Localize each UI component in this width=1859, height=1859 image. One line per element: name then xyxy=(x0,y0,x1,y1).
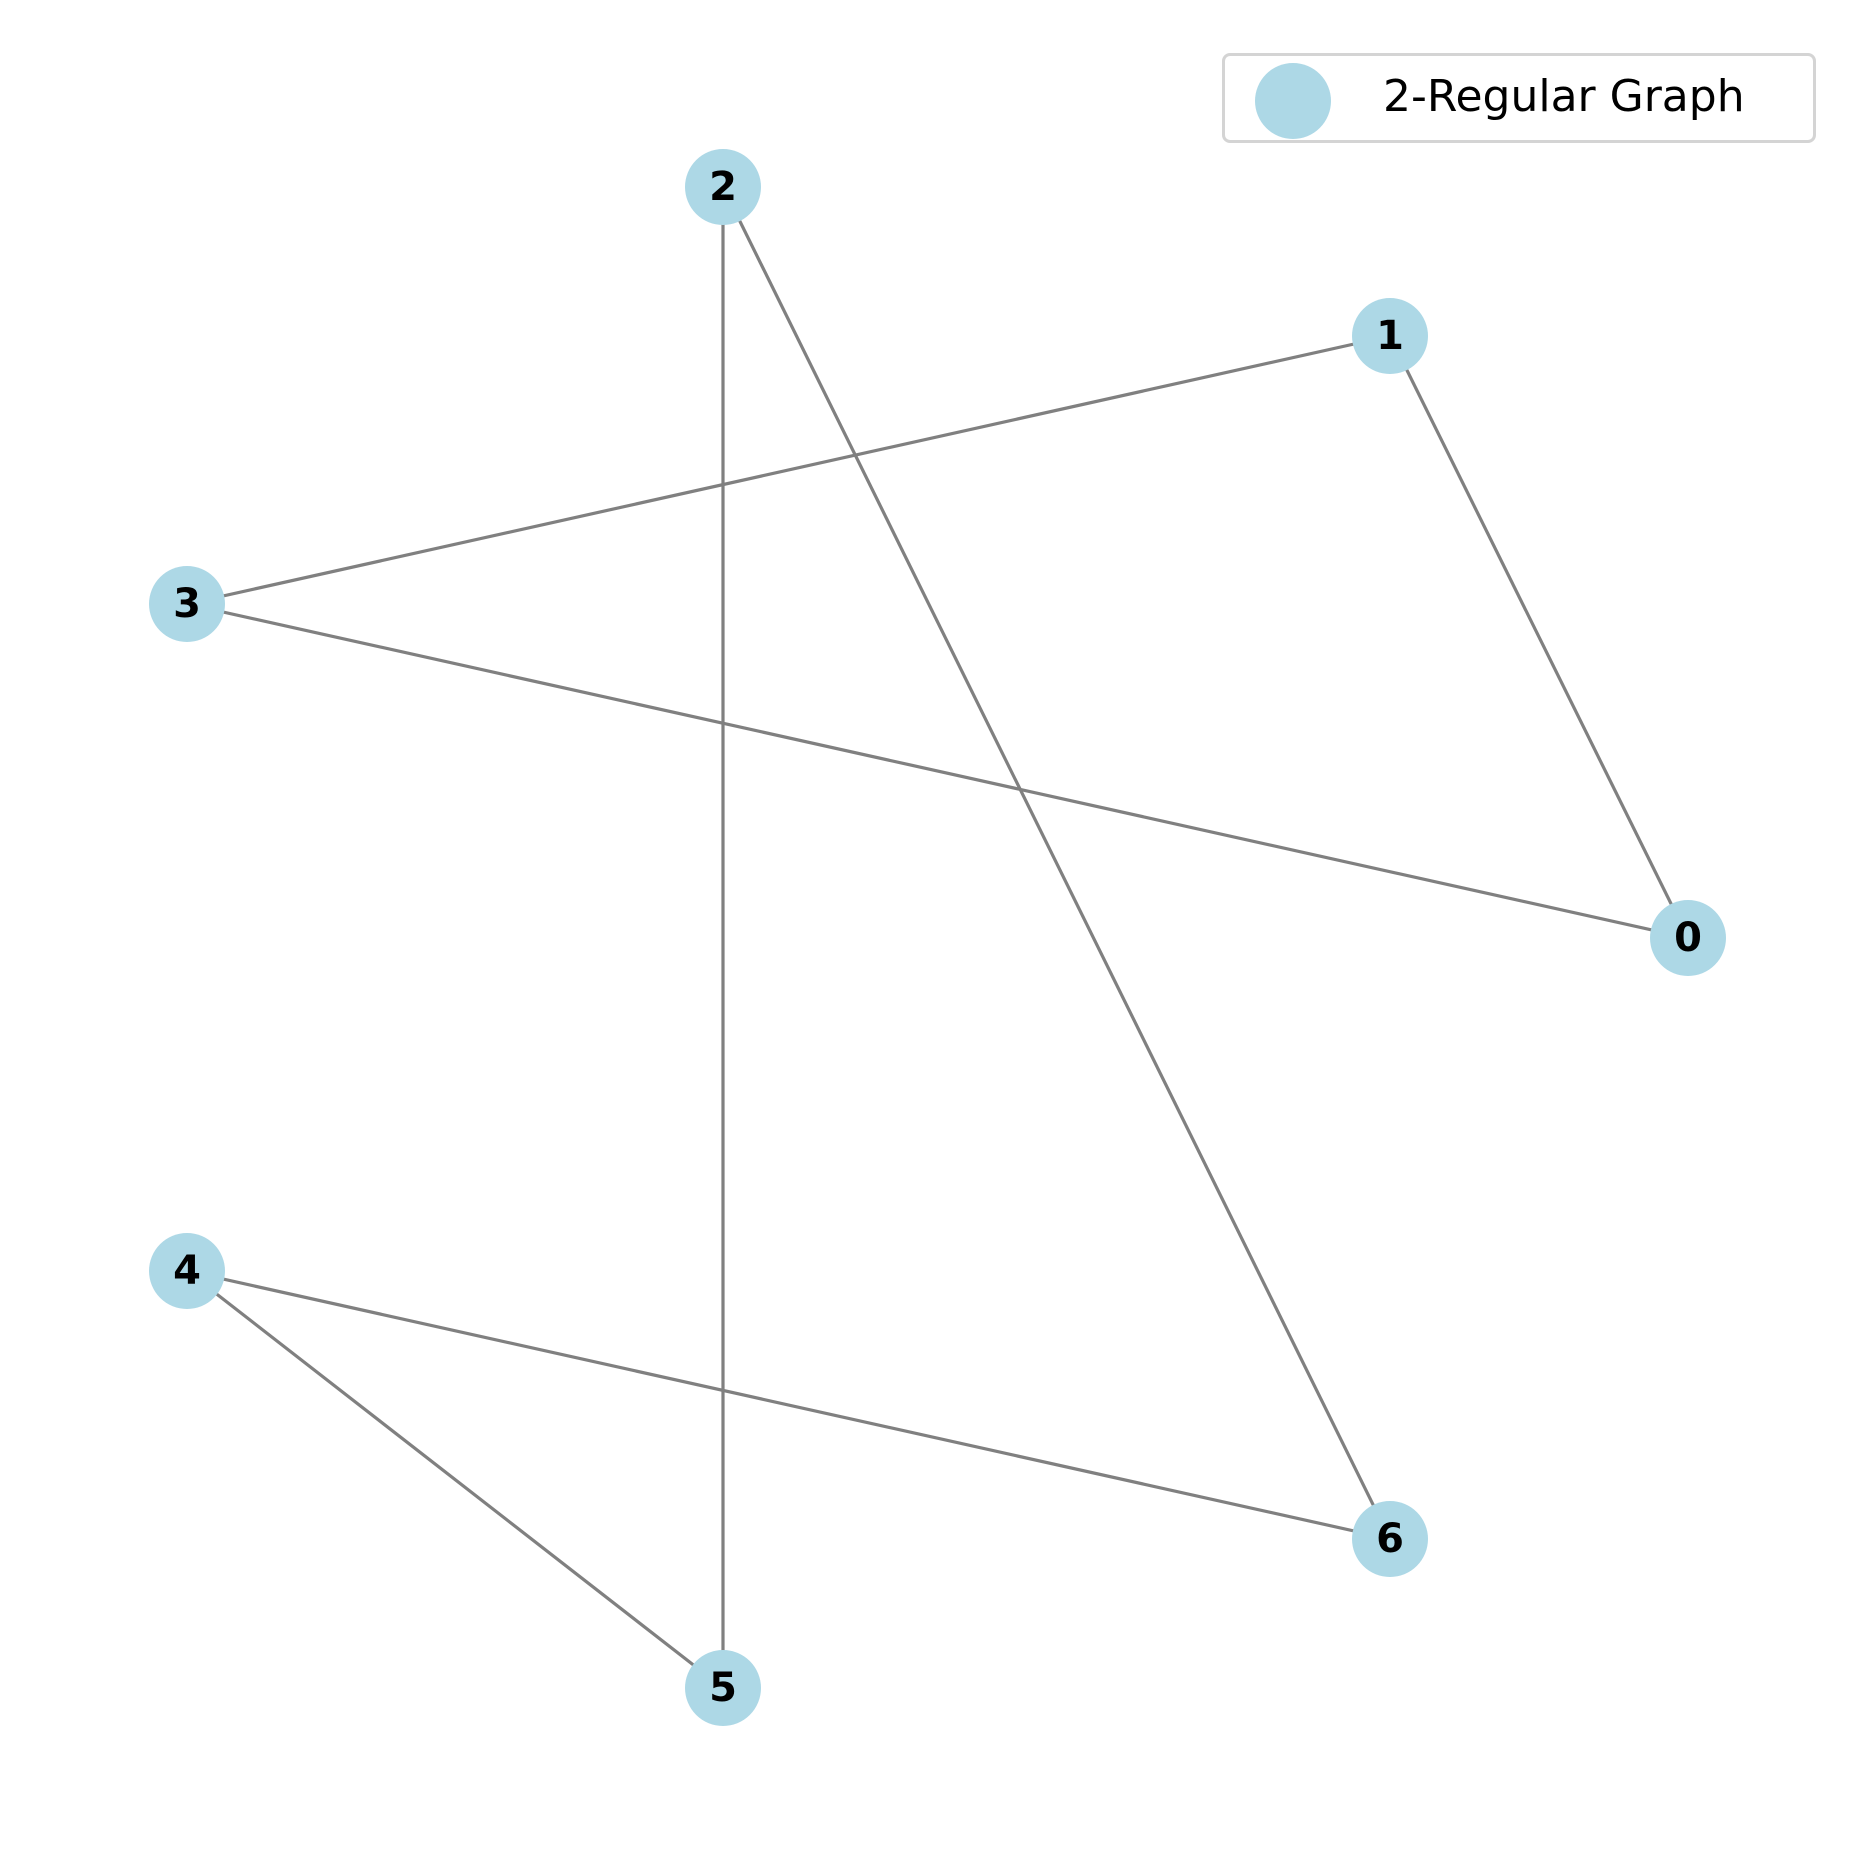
node-5: 5 xyxy=(685,1650,761,1726)
node-circle xyxy=(685,1650,761,1726)
node-2: 2 xyxy=(685,149,761,225)
node-circle xyxy=(685,149,761,225)
node-circle xyxy=(1352,298,1428,374)
node-6: 6 xyxy=(1352,1501,1428,1577)
node-label: 1 xyxy=(1376,313,1404,359)
node-circle xyxy=(149,1233,225,1309)
legend-label: 2-Regular Graph xyxy=(1383,71,1745,122)
node-circle xyxy=(1650,900,1726,976)
edge-1-3 xyxy=(186,334,1391,606)
edge-2-6 xyxy=(721,186,1392,1540)
node-label: 4 xyxy=(173,1248,201,1294)
legend: 2-Regular Graph xyxy=(1222,53,1816,143)
legend-marker xyxy=(1255,63,1331,139)
edge-0-3 xyxy=(186,602,1689,940)
node-label: 0 xyxy=(1674,915,1702,961)
node-4: 4 xyxy=(149,1233,225,1309)
edge-0-1 xyxy=(1388,335,1690,939)
node-1: 1 xyxy=(1352,298,1428,374)
nodes-layer: 0 1 2 3 4 5 6 xyxy=(149,149,1726,1726)
edge-4-5 xyxy=(186,1269,724,1690)
edge-4-6 xyxy=(186,1269,1391,1541)
node-label: 5 xyxy=(709,1665,737,1711)
node-circle xyxy=(149,566,225,642)
node-circle xyxy=(1352,1501,1428,1577)
node-label: 3 xyxy=(173,581,201,627)
node-label: 2 xyxy=(709,164,737,210)
node-3: 3 xyxy=(149,566,225,642)
node-0: 0 xyxy=(1650,900,1726,976)
node-label: 6 xyxy=(1376,1516,1404,1562)
edges-layer xyxy=(186,186,1690,1690)
